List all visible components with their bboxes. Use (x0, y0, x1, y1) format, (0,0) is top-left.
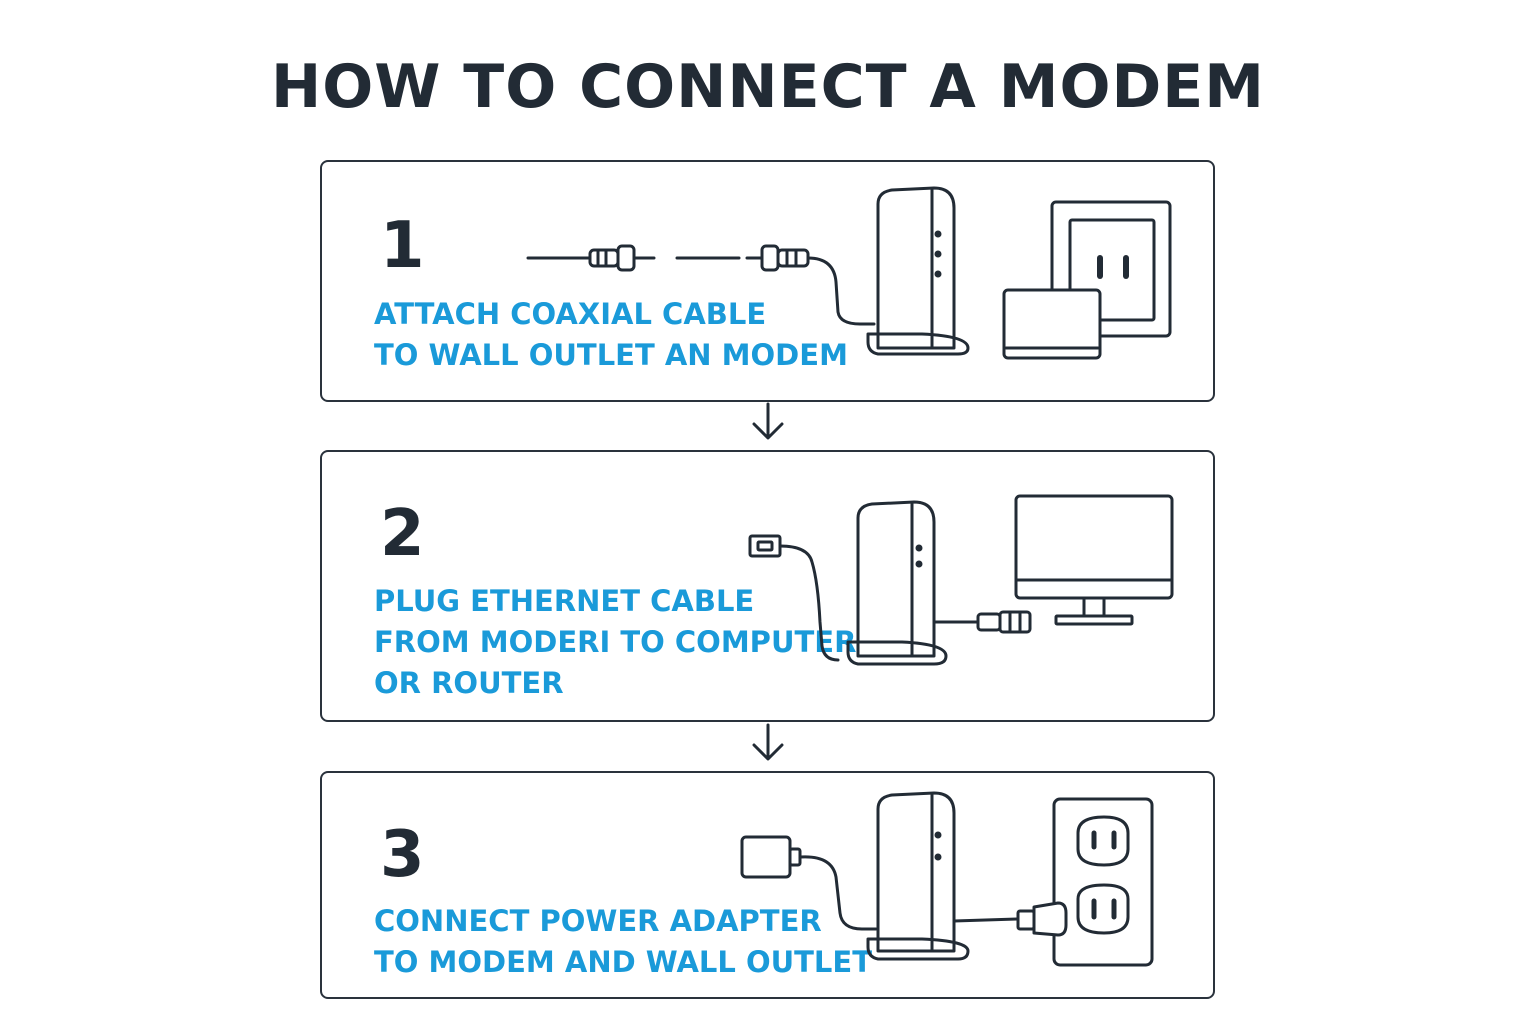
step-1-number: 1 (380, 209, 425, 283)
power-cord (952, 909, 1036, 931)
step-3-number: 3 (380, 818, 425, 892)
modem-icon (866, 186, 970, 356)
modem-icon (846, 500, 948, 666)
step-2-instructions: PLUG ETHERNET CABLE FROM MODERI TO COMPU… (374, 581, 856, 704)
ethernet-cable-to-monitor (932, 610, 1032, 634)
step-1-line-2: TO WALL OUTLET AN MODEM (374, 338, 848, 372)
arrow-down-icon (752, 402, 784, 440)
modem-icon (866, 791, 970, 961)
arrow-down-icon (752, 723, 784, 761)
monitor-icon (1014, 494, 1174, 626)
step-3-line-1: CONNECT POWER ADAPTER (374, 904, 822, 938)
step-1-card: 1 ATTACH COAXIAL CABLE TO WALL OUTLET AN… (320, 160, 1215, 402)
step-1-line-1: ATTACH COAXIAL CABLE (374, 297, 767, 331)
wall-outlet-icon (1052, 797, 1154, 967)
step-1-illustration (526, 186, 1172, 360)
step-2-number: 2 (380, 497, 425, 571)
step-2-line-1: PLUG ETHERNET CABLE (374, 584, 755, 618)
wall-outlet-icon (1050, 200, 1172, 338)
plug-icon (1032, 901, 1068, 937)
laptop-icon (1002, 288, 1102, 360)
step-2-line-2: FROM MODERI TO COMPUTER (374, 625, 857, 659)
step-2-card: 2 PLUG ETHERNET CABLE FROM MODERI TO COM… (320, 450, 1215, 722)
coax-cable-icon (526, 244, 876, 326)
step-3-instructions: CONNECT POWER ADAPTER TO MODEM AND WALL … (374, 901, 872, 983)
power-adapter-icon (740, 835, 878, 931)
step-3-card: 3 CONNECT POWER ADAPTER TO MODEM AND WAL… (320, 771, 1215, 999)
step-3-line-2: TO MODEM AND WALL OUTLET (374, 945, 872, 979)
step-2-line-3: OR ROUTER (374, 666, 564, 700)
step-2-illustration (748, 494, 1174, 666)
page-title: HOW TO CONNECT A MODEM (271, 52, 1265, 122)
step-3-illustration (740, 791, 1154, 967)
step-1-instructions: ATTACH COAXIAL CABLE TO WALL OUTLET AN M… (374, 294, 848, 376)
ethernet-plug-icon (748, 534, 840, 662)
